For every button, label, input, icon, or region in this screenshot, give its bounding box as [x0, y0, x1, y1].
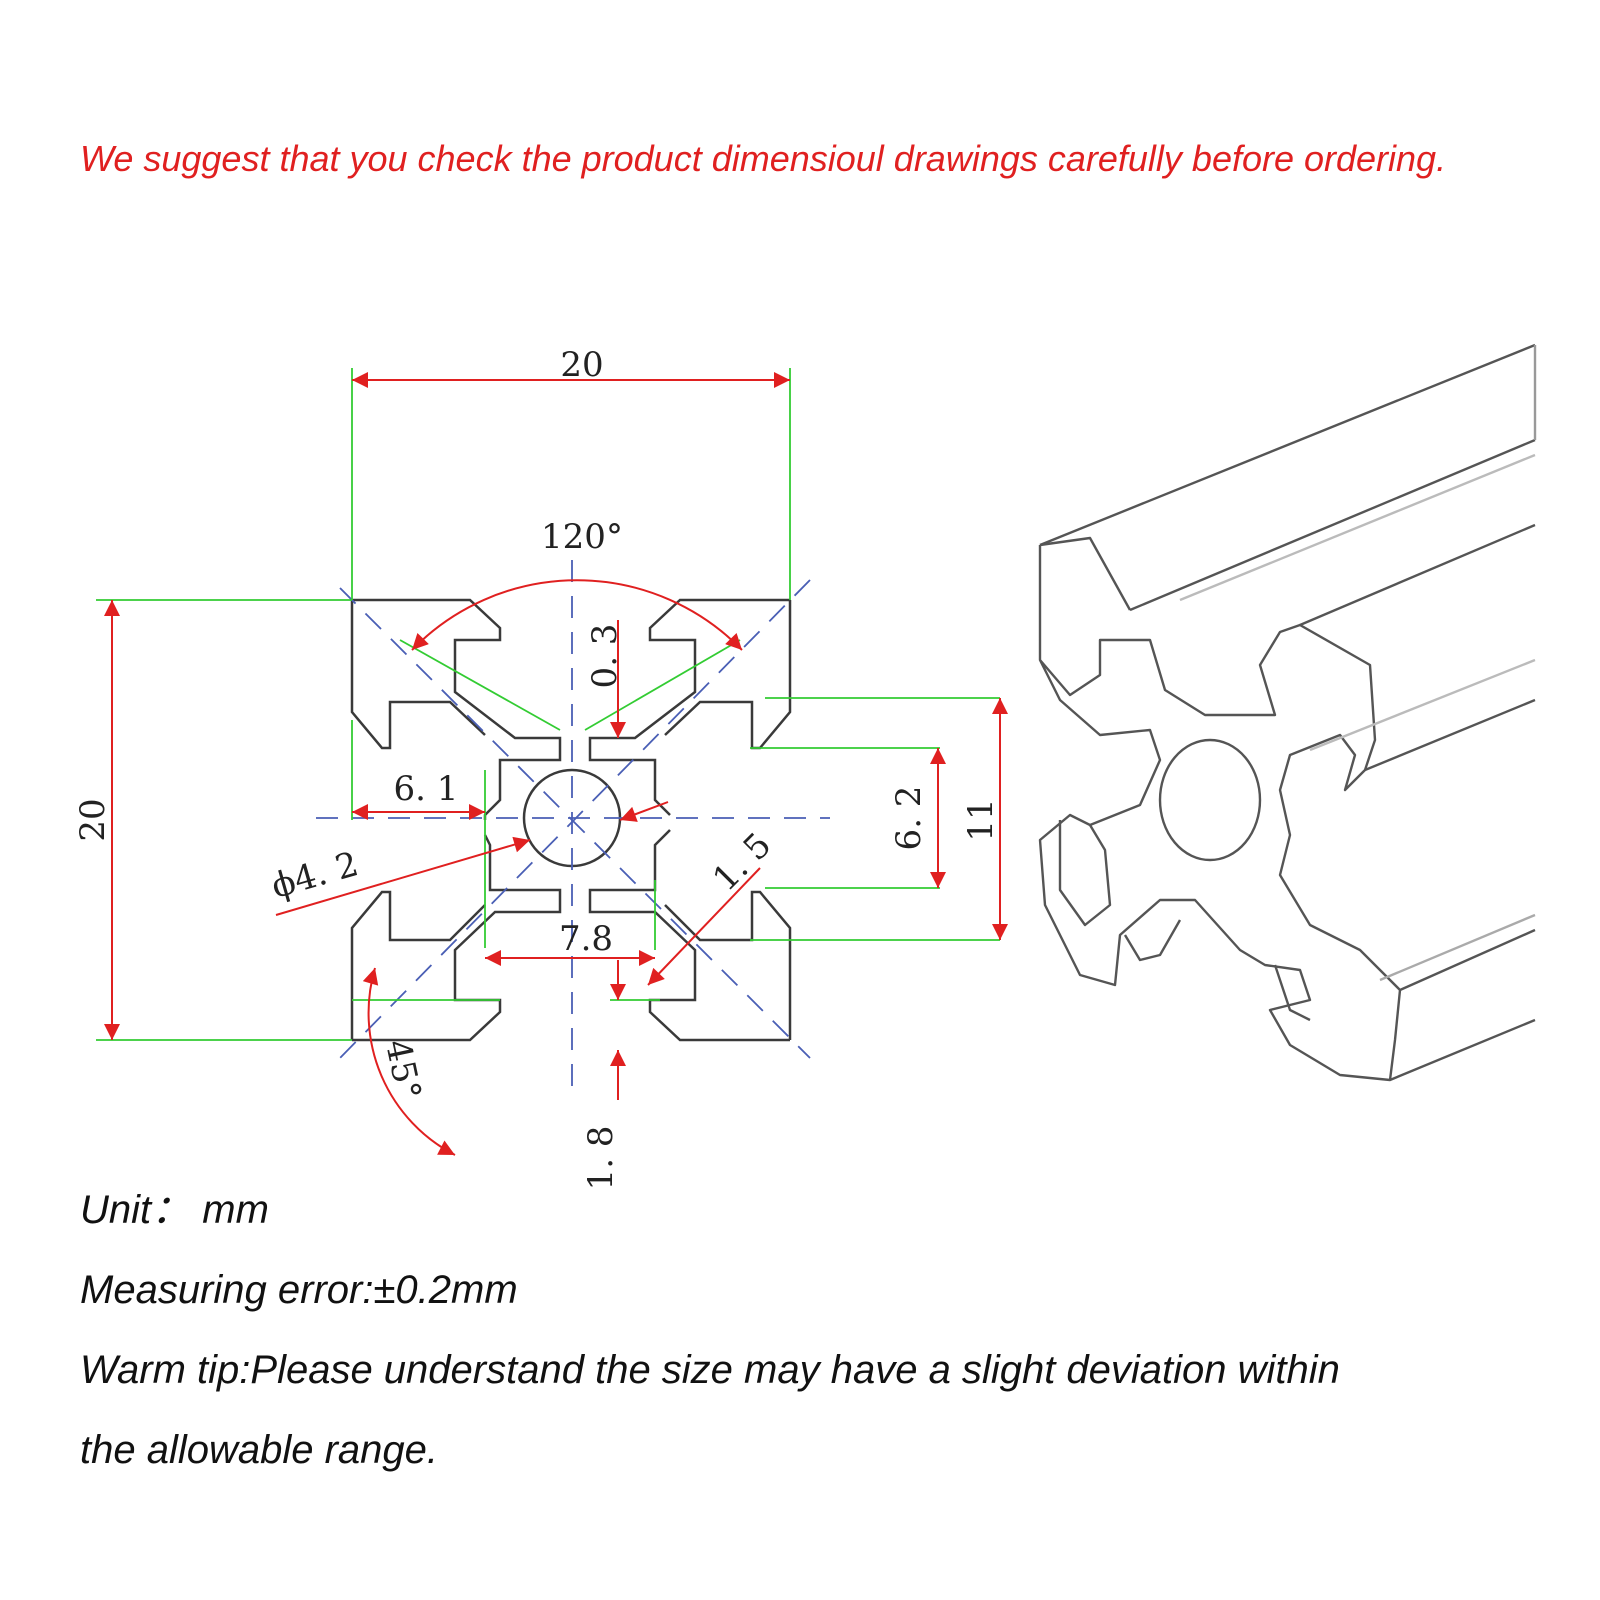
- warm-tip-line-1: Warm tip:Please understand the size may …: [80, 1348, 1340, 1392]
- center-lines: [316, 560, 830, 1090]
- dim-angle-bottom: 45°: [377, 1036, 429, 1103]
- dim-slot-outer: 11: [961, 798, 1001, 841]
- warm-tip-line-2: the allowable range.: [80, 1428, 439, 1472]
- dim-slot-depth: 6. 1: [394, 769, 459, 809]
- notes-block: Unit： mm Measuring error:±0.2mm Warm tip…: [80, 1170, 1560, 1490]
- unit-note: Unit： mm: [80, 1188, 269, 1232]
- dim-slot-opening: 6. 2: [889, 786, 929, 851]
- dim-gap-top: 0. 3: [585, 624, 625, 689]
- extrusion-3d-sketch: [1038, 343, 1537, 1082]
- order-warning: We suggest that you check the product di…: [80, 138, 1447, 179]
- dim-lip: 1. 8: [581, 1126, 621, 1191]
- dim-center-width: 7.8: [559, 919, 613, 959]
- extension-lines: [96, 368, 1000, 1041]
- dim-width-top: 20: [560, 345, 603, 385]
- dim-bore-diameter: ϕ4. 2: [267, 844, 363, 907]
- dim-angle-top: 120°: [541, 517, 623, 557]
- dimension-lines: [104, 372, 1008, 1156]
- measuring-error-note: Measuring error:±0.2mm: [80, 1268, 518, 1312]
- dim-height-left: 20: [73, 798, 113, 841]
